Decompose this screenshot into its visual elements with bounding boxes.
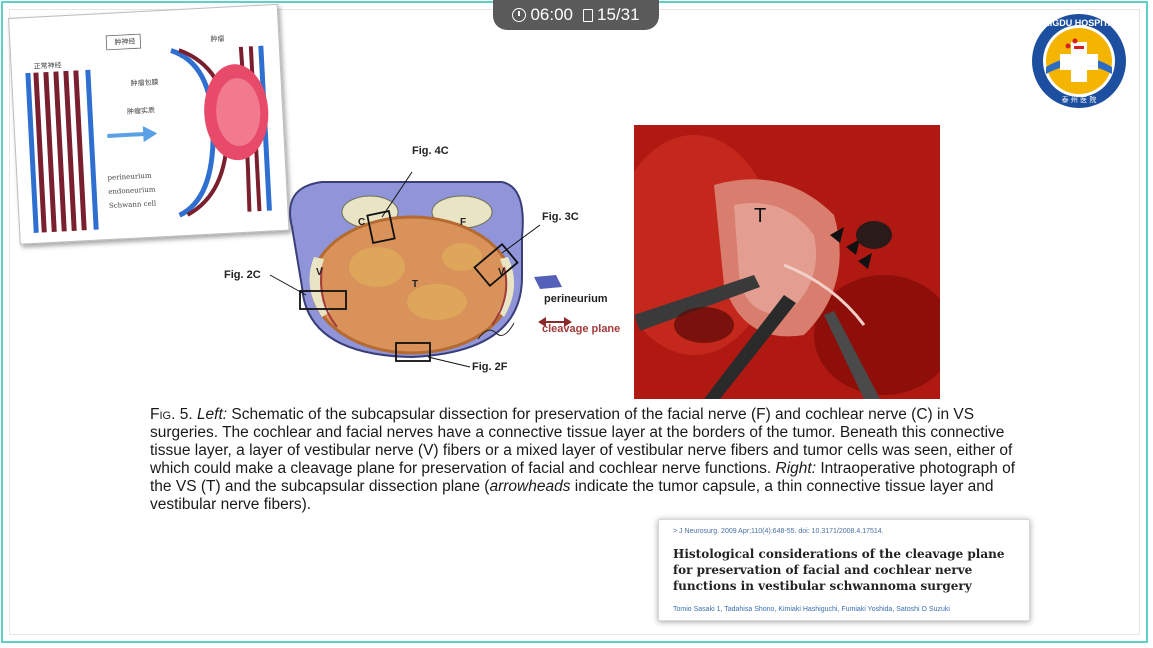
inset-label-normal-nerve: 正常神经 [33, 61, 62, 71]
label-tumor-t: T [412, 279, 419, 290]
inset-header: 肿神经 [114, 37, 136, 47]
caption-text-3: indicate the tumor capsule, a thin conne… [150, 478, 994, 513]
cleavage-plane-schematic: Fig. 4C Fig. 3C Fig. 2C Fig. 2F C F V V … [222, 127, 632, 389]
citation-title: Histological considerations of the cleav… [673, 547, 1005, 593]
caption-text-1: Schematic of the subcapsular dissection … [150, 406, 1013, 477]
caption-fig-number: Fig. 5. [150, 406, 193, 423]
clock-icon [512, 8, 527, 22]
logo-text: TAIGDU HOSPITAL [1038, 18, 1120, 28]
tumor-nerve-bundle [170, 45, 272, 218]
normal-nerve-bundle [23, 69, 101, 234]
label-vestibular-left: V [316, 267, 323, 278]
inset-schematic: 肿神经 正常神经 肿瘤 肿瘤包膜 肿瘤实质 perineurium endone… [8, 3, 290, 245]
photo-drawing [634, 125, 940, 399]
caption-arrowheads: arrowheads [489, 478, 571, 495]
page-counter: 15/31 [597, 5, 640, 24]
caption-right-label: Right: [775, 460, 817, 477]
inset-label-tumor: 肿瘤 [210, 34, 225, 44]
label-cochlear-c: C [358, 217, 366, 228]
label-fig2f: Fig. 2F [472, 361, 508, 373]
label-fig3c: Fig. 3C [542, 211, 579, 223]
caption-text-2: Intraoperative photograph of the VS (T) … [150, 460, 1016, 495]
label-fig4c: Fig. 4C [412, 145, 449, 157]
timer-time: 06:00 [530, 5, 573, 24]
citation-reference[interactable]: > J Neurosurg. 2009 Apr;110(4):648-55. d… [673, 528, 884, 535]
intraoperative-photo: T [634, 125, 940, 399]
inset-label-capsule: 肿瘤包膜 [130, 78, 159, 88]
page-icon [583, 8, 593, 22]
logo-cjk: 泰 州 医 院 [1062, 95, 1097, 104]
hospital-logo: TAIGDU HOSPITAL 泰 州 医 院 [1032, 14, 1126, 108]
label-perineurium: perineurium [544, 293, 608, 305]
caption-left-label: Left: [196, 406, 228, 423]
label-facial-f: F [460, 217, 467, 228]
nerve-tumor-schematic [23, 33, 272, 234]
label-cleavage-plane: cleavage plane [542, 323, 621, 335]
presentation-timer-bar[interactable]: 06:00 15/31 [493, 0, 659, 30]
figure-caption: Fig. 5. Left: Schematic of the subcapsul… [150, 406, 1020, 514]
inset-label-tumor-parenchyma: 肿瘤实质 [126, 106, 156, 116]
citation-card: > J Neurosurg. 2009 Apr;110(4):648-55. d… [658, 519, 1030, 621]
label-fig2c: Fig. 2C [224, 269, 261, 281]
photo-label-t: T [754, 205, 767, 227]
citation-authors[interactable]: Tomio Sasaki 1, Tadahisa Shono, Kimiaki … [673, 606, 950, 613]
label-vestibular-right: V [498, 267, 505, 278]
schematic-drawing [269, 171, 572, 368]
